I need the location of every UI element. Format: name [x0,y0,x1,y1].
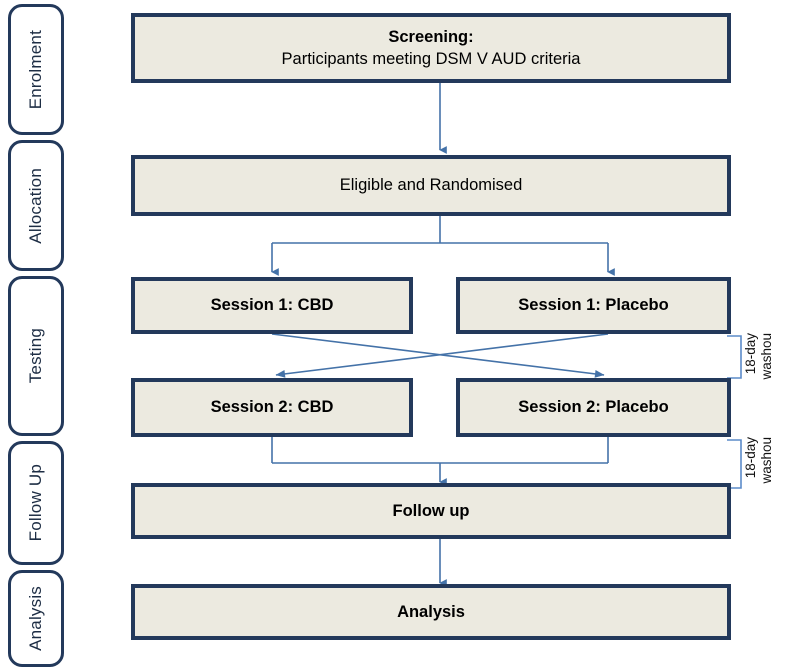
node-eligible-randomised-label: Eligible and Randomised [339,176,523,195]
stage-box-allocation: Allocation [8,140,64,271]
node-follow-up[interactable]: Follow up [131,483,731,539]
arrow-crossover-placebo-to-cbd [275,333,609,378]
stage-label-follow-up: Follow Up [26,464,45,542]
stage-box-enrolment: Enrolment [8,4,64,135]
node-screening-subtitle: Participants meeting DSM V AUD criteria [281,50,581,68]
node-session1-cbd-label: Session 1: CBD [210,296,334,315]
stage-label-analysis: Analysis [26,586,45,651]
node-session1-placebo-label: Session 1: Placebo [518,296,669,315]
washout-label-1-duration: 18-day [743,333,758,375]
stage-label-allocation: Allocation [26,167,45,244]
node-session2-cbd-label: Session 2: CBD [210,398,334,417]
stage-box-testing: Testing [8,276,64,436]
stage-label-enrolment: Enrolment [26,29,45,110]
node-eligible-randomised[interactable]: Eligible and Randomised [131,155,731,216]
washout-label-2-duration: 18-day [743,437,758,479]
node-follow-up-label: Follow up [392,501,470,520]
stage-label-testing: Testing [26,328,45,384]
stage-box-analysis: Analysis [8,570,64,667]
washout-bracket-2 [727,439,742,489]
node-screening-title: Screening: [388,27,474,46]
arrow-crossover-cbd-to-placebo [271,333,605,378]
node-session2-cbd[interactable]: Session 2: CBD [131,378,413,437]
node-screening[interactable]: Screening: Participants meeting DSM V AU… [131,13,731,83]
node-session1-placebo[interactable]: Session 1: Placebo [456,277,731,334]
stage-box-follow-up: Follow Up [8,441,64,565]
node-session1-cbd[interactable]: Session 1: CBD [131,277,413,334]
washout-label-2: 18-day washou [743,437,775,484]
node-session2-placebo[interactable]: Session 2: Placebo [456,378,731,437]
washout-label-2-word: washou [759,437,775,484]
node-analysis-label: Analysis [397,602,465,621]
node-session2-placebo-label: Session 2: Placebo [518,398,669,417]
washout-label-1-word: washou [759,333,775,380]
node-analysis[interactable]: Analysis [131,584,731,640]
washout-bracket-1 [727,335,742,379]
washout-label-1: 18-day washou [743,333,775,380]
